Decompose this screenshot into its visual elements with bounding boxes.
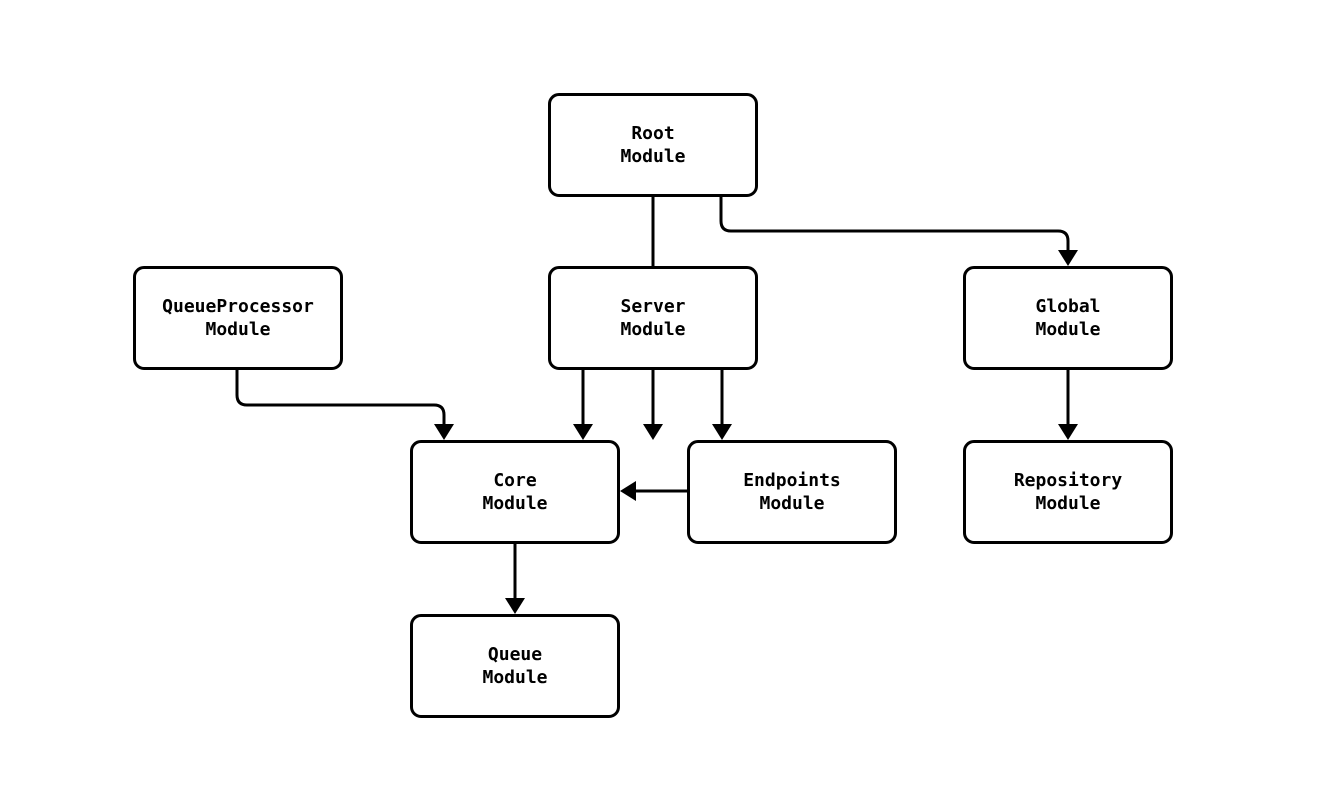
arrowhead-root-server (643, 424, 663, 440)
arrowhead-server-endpoints (712, 424, 732, 440)
arrowhead-queueprocessor-core (434, 424, 454, 440)
node-name-core: Core (493, 470, 537, 491)
node-kind-root: Module (620, 146, 686, 167)
arrowhead-root-global (1058, 250, 1078, 266)
node-kind-global: Module (1035, 319, 1101, 340)
node-name-queue: Queue (487, 644, 543, 665)
node-kind-core: Module (482, 493, 548, 514)
node-name-queueprocessor: QueueProcessor (162, 296, 314, 317)
node-kind-server: Module (620, 319, 686, 340)
node-name-server: Server (620, 296, 686, 317)
arrowhead-core-queue (505, 598, 525, 614)
node-kind-repository: Module (1035, 493, 1101, 514)
node-kind-queue: Module (482, 667, 548, 688)
node-kind-endpoints: Module (759, 493, 825, 514)
arrowhead-endpoints-core (620, 481, 636, 501)
node-name-root: Root (631, 123, 675, 144)
node-name-global: Global (1035, 296, 1101, 317)
edge-root-global (719, 197, 1070, 250)
node-kind-queueprocessor: Module (205, 319, 271, 340)
node-name-repository: Repository (1013, 470, 1123, 491)
arrowhead-global-repository (1058, 424, 1078, 440)
arrowhead-server-core (573, 424, 593, 440)
node-name-endpoints: Endpoints (743, 470, 841, 491)
edge-queueprocessor-core (235, 370, 446, 424)
